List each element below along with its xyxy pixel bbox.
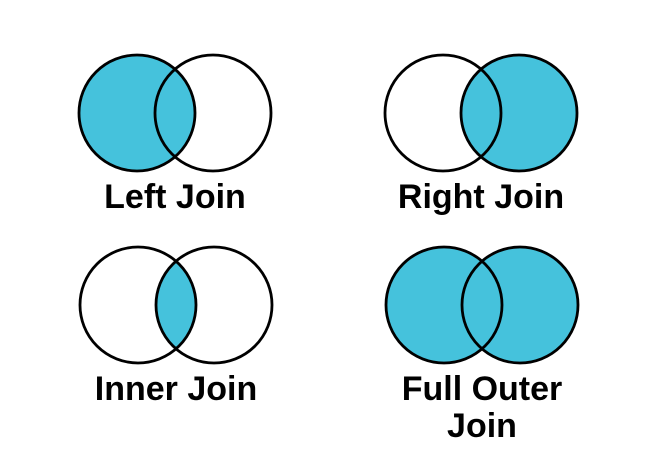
left-circle-outline <box>78 245 198 365</box>
inner-join-label: Inner Join <box>94 370 258 408</box>
right-circle-outline <box>459 53 579 173</box>
right-circle-outline <box>154 245 274 365</box>
intersection-region <box>155 55 195 171</box>
inner-join-venn-diagram <box>78 245 274 365</box>
venn-block-right-join: Right Join <box>371 43 591 216</box>
venn-block-inner-join: Inner Join <box>66 235 286 408</box>
left-join-venn-diagram <box>77 53 273 173</box>
intersection-region <box>462 247 502 363</box>
intersection-region <box>461 55 501 171</box>
left-circle-outline <box>77 53 197 173</box>
right-join-label: Right Join <box>397 178 565 216</box>
right-circle-outline <box>460 245 580 365</box>
left-join-label: Left Join <box>104 178 246 216</box>
right-join-venn-diagram <box>383 53 579 173</box>
venn-block-full-outer-join: Full Outer Join <box>372 235 592 445</box>
right-circle-outline <box>153 53 273 173</box>
venn-block-left-join: Left Join <box>65 43 285 216</box>
left-circle-outline <box>383 53 503 173</box>
intersection-region <box>156 247 196 363</box>
full-outer-join-label: Full Outer Join <box>401 370 563 445</box>
full-outer-join-venn-diagram <box>384 245 580 365</box>
left-circle-outline <box>384 245 504 365</box>
